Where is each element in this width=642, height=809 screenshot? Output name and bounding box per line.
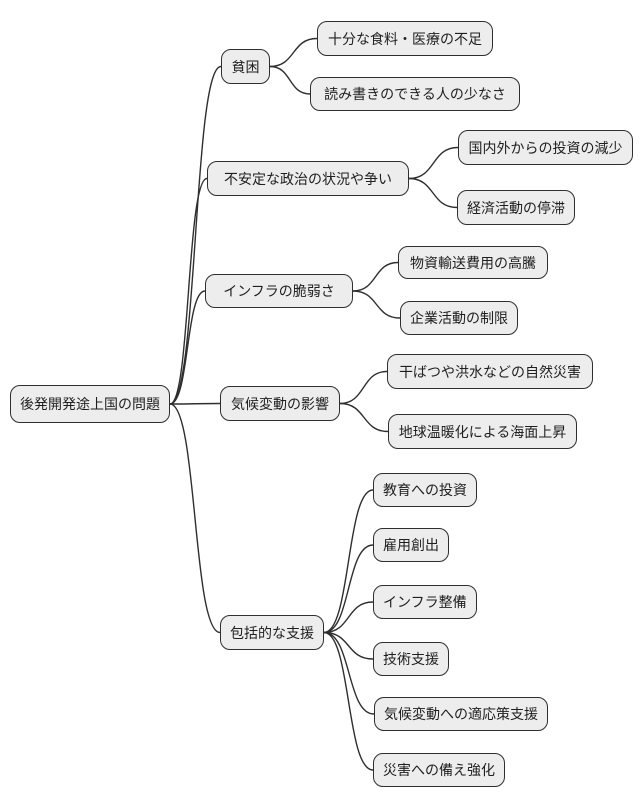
- node-label: インフラの脆弱さ: [223, 283, 335, 299]
- node-branch-infrastructure-weakness[interactable]: インフラの脆弱さ: [205, 274, 353, 308]
- connector-curve: [169, 402, 221, 405]
- node-leaf-sea-level-rise[interactable]: 地球温暖化による海面上昇: [388, 414, 577, 449]
- node-branch-comprehensive-support[interactable]: 包括的な支援: [220, 615, 324, 650]
- node-label: 技術支援: [383, 651, 439, 667]
- connector-curve: [339, 402, 389, 433]
- node-label: 物資輸送費用の高騰: [410, 254, 536, 271]
- node-label: 十分な食料・医療の不足: [328, 30, 482, 47]
- node-label: 干ばつや洪水などの自然災害: [399, 363, 581, 380]
- node-leaf-disaster-preparedness[interactable]: 災害への備え強化: [373, 753, 505, 787]
- connector-curve: [323, 631, 374, 660]
- connector-curve: [169, 65, 222, 405]
- node-leaf-transport-cost-rise[interactable]: 物資輸送費用の高騰: [398, 246, 548, 279]
- node-label: 貧困: [231, 58, 260, 75]
- node-leaf-food-medical-shortage[interactable]: 十分な食料・医療の不足: [317, 21, 493, 56]
- node-leaf-adaptation-support[interactable]: 気候変動への適応策支援: [374, 697, 548, 731]
- node-label: 企業活動の制限: [410, 310, 508, 326]
- node-leaf-natural-disasters[interactable]: 干ばつや洪水などの自然災害: [387, 354, 593, 389]
- connector-curve: [323, 631, 375, 715]
- connector-curve: [169, 290, 206, 405]
- node-leaf-education-investment[interactable]: 教育への投資: [373, 473, 477, 507]
- node-branch-political-instability[interactable]: 不安定な政治の状況や争い: [207, 161, 409, 196]
- node-leaf-technical-support[interactable]: 技術支援: [373, 642, 449, 676]
- connector-curve: [269, 65, 311, 95]
- node-label: 地球温暖化による海面上昇: [398, 423, 567, 440]
- node-label: 後発開発途上国の問題: [20, 396, 160, 412]
- node-label: 包括的な支援: [230, 624, 314, 641]
- connector-curve: [352, 261, 399, 292]
- node-leaf-infrastructure-development[interactable]: インフラ整備: [373, 585, 477, 619]
- node-label: インフラ整備: [383, 594, 467, 610]
- node-leaf-economic-stagnation[interactable]: 経済活動の停滞: [457, 190, 575, 225]
- node-leaf-job-creation[interactable]: 雇用創出: [373, 528, 449, 562]
- connector-curve: [323, 544, 374, 634]
- node-label: 経済活動の停滞: [467, 199, 565, 216]
- connector-curve: [408, 146, 459, 180]
- node-label: 読み書きのできる人の少なさ: [324, 86, 506, 102]
- node-leaf-investment-decline[interactable]: 国内外からの投資の減少: [458, 130, 633, 165]
- node-root[interactable]: 後発開発途上国の問題: [10, 385, 170, 423]
- connector-curve: [323, 631, 374, 771]
- connector-curve: [323, 601, 374, 634]
- connector-curve: [339, 370, 388, 405]
- node-branch-climate-change[interactable]: 気候変動の影響: [220, 386, 340, 421]
- node-label: 雇用創出: [383, 537, 439, 553]
- node-label: 気候変動への適応策支援: [384, 706, 538, 722]
- connector-curve: [323, 489, 374, 634]
- node-leaf-business-restrictions[interactable]: 企業活動の制限: [400, 301, 518, 335]
- node-label: 災害への備え強化: [383, 762, 495, 778]
- connector-curve: [269, 37, 318, 68]
- node-label: 不安定な政治の状況や争い: [224, 170, 392, 187]
- connector-curve: [352, 290, 401, 319]
- node-label: 国内外からの投資の減少: [468, 139, 623, 156]
- node-label: 教育への投資: [383, 482, 467, 498]
- node-branch-poverty[interactable]: 貧困: [221, 49, 270, 84]
- node-label: 気候変動の影響: [231, 395, 329, 412]
- node-leaf-low-literacy[interactable]: 読み書きのできる人の少なさ: [310, 77, 520, 111]
- connector-curve: [169, 177, 208, 405]
- connector-curve: [169, 403, 221, 634]
- connector-curve: [408, 177, 458, 209]
